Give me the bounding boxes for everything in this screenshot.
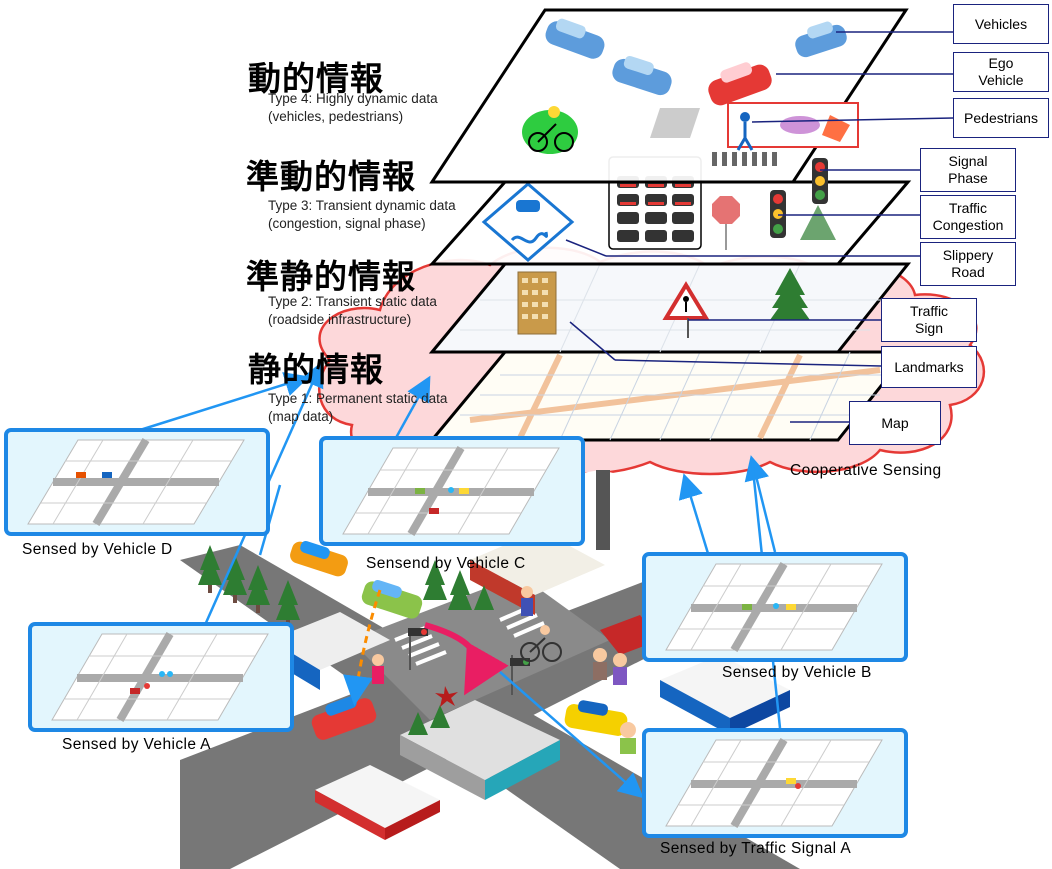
cyclist-icon [522,106,578,154]
ego-vehicle-icon [708,62,772,106]
sensor-panel-vehicle-a [28,622,294,732]
sensor-caption-vehicle-d: Sensed by Vehicle D [22,541,173,558]
grid-map-icon [51,631,269,723]
callout-slippery-road: Slippery Road [920,242,1016,286]
slippery-road-icon [481,182,575,262]
callout-traffic-sign: Traffic Sign [881,298,977,342]
layer1-jp-title: 静的情報 [248,350,384,389]
street-car-green [361,579,423,619]
sensor-panel-vehicle-d [4,428,270,536]
sensor-caption-vehicle-c: Sensend by Vehicle C [366,555,526,572]
street-car-orange [290,540,348,577]
callout-traffic-congestion: Traffic Congestion [920,195,1016,239]
callout-map: Map [849,401,941,445]
layer1-description: Type 1: Permanent static data (map data) [268,391,448,424]
vehicle-icon [612,55,672,96]
traffic-light-icon [770,190,786,238]
sensor-panel-traffic-signal-a [642,728,908,838]
callout-signal-phase: Signal Phase [920,148,1016,192]
pedestrian-icon [727,102,859,151]
cooperative-sensing-label: Cooperative Sensing [790,462,942,479]
layer4-description: Type 4: Highly dynamic data (vehicles, p… [268,91,438,124]
sensor-caption-vehicle-b: Sensed by Vehicle B [722,664,872,681]
grid-map-icon [27,437,245,527]
sensor-caption-traffic-signal-a: Sensed by Traffic Signal A [660,840,852,857]
sensor-caption-vehicle-a: Sensed by Vehicle A [62,736,211,753]
stop-sign-icon [712,196,740,250]
callout-vehicles: Vehicles [953,4,1049,44]
layer2-jp-title: 準静的情報 [246,257,416,296]
vehicle-icon [795,21,847,58]
grid-map-icon [665,561,883,653]
layer3-jp-title: 準動的情報 [246,157,416,196]
callout-landmarks: Landmarks [881,346,977,388]
layer3-description: Type 3: Transient dynamic data (congesti… [268,198,456,231]
callout-pedestrians: Pedestrians [953,98,1049,138]
layer4-jp-title: 動的情報 [248,59,384,98]
sensor-panel-vehicle-b [642,552,908,662]
callout-ego-vehicle: Ego Vehicle [953,52,1049,92]
grid-map-icon [342,445,560,537]
layer2-description: Type 2: Transient static data (roadside … [268,294,437,327]
traffic-sign-icon [662,281,710,338]
grid-map-icon [665,737,883,829]
vehicle-icon [545,18,605,59]
street-car-yellow [564,700,628,736]
sensor-panel-vehicle-c [319,436,585,546]
layer-plane-highly-dynamic [429,8,909,184]
layer-plane-infrastructure [428,262,912,354]
signal-phase-light-icon [812,158,828,204]
